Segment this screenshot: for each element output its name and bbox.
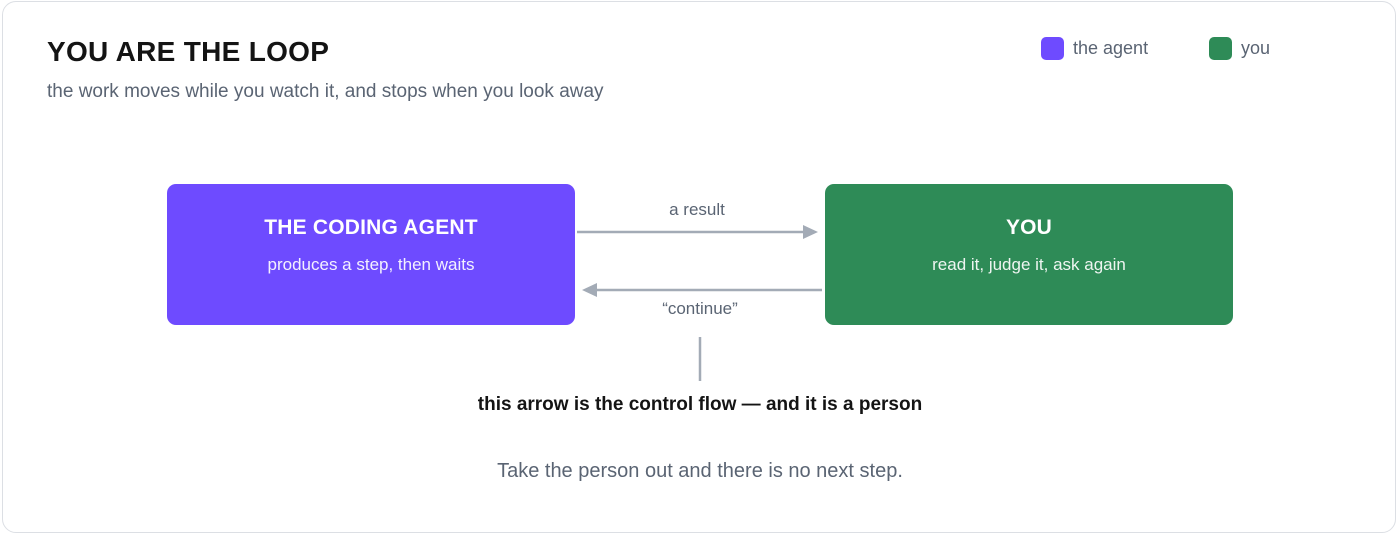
legend-item-agent: the agent xyxy=(1041,36,1148,60)
legend-swatch-you xyxy=(1209,36,1232,60)
node-coding-agent: THE CODING AGENT produces a step, then w… xyxy=(167,184,575,325)
node-you-subtitle: read it, judge it, ask again xyxy=(932,255,1126,274)
legend-label-you: you xyxy=(1241,37,1271,58)
edge-label-continue: “continue” xyxy=(662,299,738,318)
page-subtitle: the work moves while you watch it, and s… xyxy=(47,81,604,102)
edge-label-result: a result xyxy=(669,200,725,219)
legend-swatch-agent xyxy=(1041,36,1064,60)
footer-text: Take the person out and there is no next… xyxy=(497,460,903,482)
legend-label-agent: the agent xyxy=(1073,37,1149,58)
arrow-continue xyxy=(582,283,822,297)
node-you-title: YOU xyxy=(1005,216,1053,239)
arrow-result xyxy=(577,225,818,239)
callout-text: this arrow is the control flow — and it … xyxy=(477,394,923,415)
node-you: YOU read it, judge it, ask again xyxy=(825,184,1233,325)
legend-item-you: you xyxy=(1209,36,1270,60)
node-coding-agent-subtitle: produces a step, then waits xyxy=(267,255,475,274)
node-coding-agent-title: THE CODING AGENT xyxy=(264,216,478,239)
page-title: YOU ARE THE LOOP xyxy=(47,36,330,67)
